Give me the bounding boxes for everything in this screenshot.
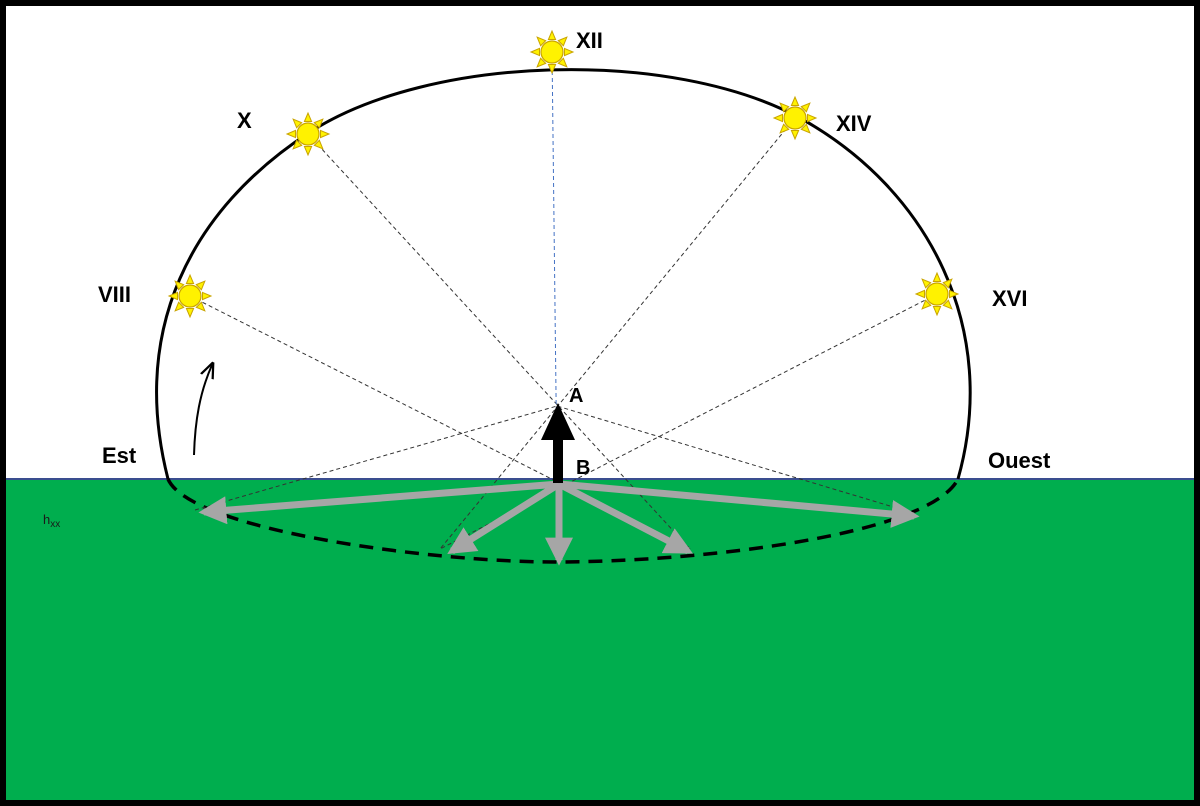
hour-label-xvi: XVI — [992, 286, 1027, 311]
ground — [6, 479, 1194, 800]
gnomon-arrow — [541, 403, 575, 483]
sun-icon — [914, 271, 960, 317]
label-hxx-main: h — [43, 512, 50, 527]
sun-icon — [772, 95, 818, 141]
shadow-arrow-southeast — [557, 480, 693, 555]
label-hxx-sub: xx — [50, 519, 60, 530]
shadow-arrows — [198, 480, 920, 566]
ray-viii — [189, 295, 691, 550]
hour-label-viii: VIII — [98, 282, 131, 307]
sun-icon — [285, 111, 331, 157]
label-ouest: Ouest — [988, 448, 1051, 473]
label-est: Est — [102, 443, 137, 468]
ray-xiv — [439, 117, 796, 550]
hour-label-xiv: XIV — [836, 111, 872, 136]
hour-label-xii: XII — [576, 28, 603, 53]
ray-x — [307, 133, 691, 550]
shadow-arrow-southwest — [447, 481, 561, 554]
ray-ouest — [556, 405, 911, 513]
sun-icon — [529, 29, 575, 75]
curved-arrow-icon — [193, 365, 212, 456]
shadow-arrow-east — [558, 480, 920, 528]
label-point-b: B — [576, 457, 590, 479]
shadow-arrow-west — [198, 480, 560, 525]
hour-label-x: X — [237, 108, 252, 133]
label-hxx: hxx — [43, 512, 60, 530]
label-point-a: A — [569, 385, 583, 407]
sun-path-arc — [155, 68, 972, 480]
suns — [167, 29, 960, 319]
sun-icon — [167, 273, 213, 319]
